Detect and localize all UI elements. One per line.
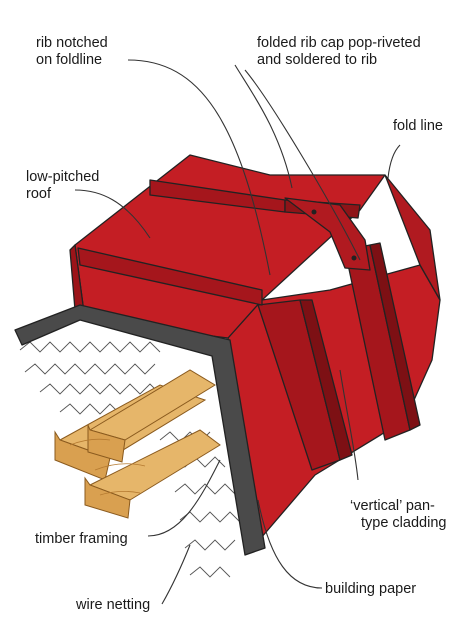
label-vertical-line1: ‘vertical’ pan-: [350, 498, 435, 514]
label-rib-cap-line2: and soldered to rib: [257, 52, 377, 68]
label-vertical-line2: type cladding: [361, 515, 446, 531]
label-rib-notched-line1: rib notched: [36, 35, 108, 51]
labels: rib notched on foldline folded rib cap p…: [26, 35, 446, 613]
leader-lines: [74, 59, 401, 605]
label-rib-notched-line2: on foldline: [36, 52, 102, 68]
label-fold-line: fold line: [393, 118, 443, 134]
vertical-cladding: [227, 174, 441, 546]
timber-framing: [54, 369, 221, 519]
label-low-pitched-line1: low-pitched: [26, 169, 99, 185]
label-rib-cap-line1: folded rib cap pop-riveted: [257, 35, 421, 51]
label-building-paper: building paper: [325, 581, 416, 597]
building-paper: [14, 304, 266, 556]
label-timber-framing: timber framing: [35, 531, 128, 547]
label-wire-netting: wire netting: [75, 597, 150, 613]
folded-rib-cap: [284, 197, 371, 271]
label-low-pitched-line2: roof: [26, 186, 52, 202]
